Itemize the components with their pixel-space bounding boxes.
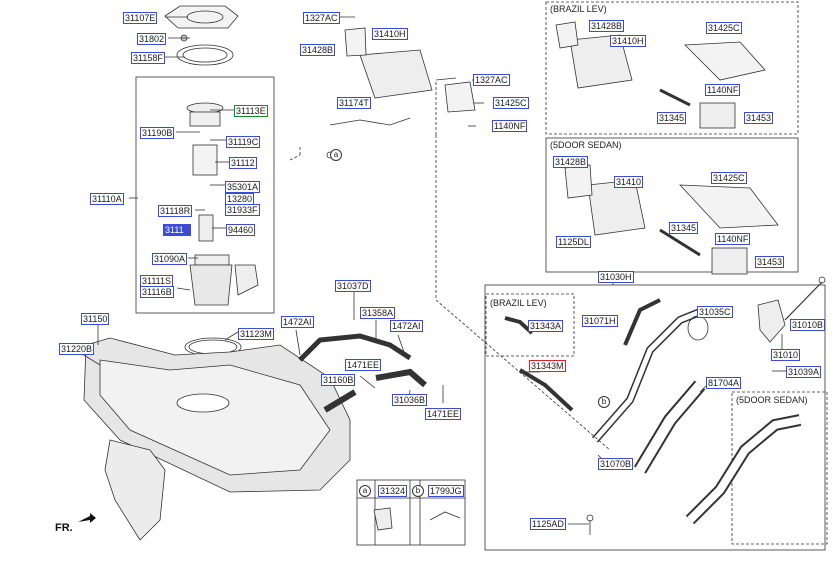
front-direction-label: FR. (55, 522, 73, 534)
part-label-1471ee-bottom[interactable]: 1471EE (425, 408, 462, 420)
front-arrow-icon (78, 513, 96, 523)
brazil-lev-box (545, 1, 799, 135)
part-label-31119c[interactable]: 31119C (226, 136, 261, 148)
part-label-1140nf-top[interactable]: 1140NF (492, 120, 528, 132)
part-label-31428b-brazil[interactable]: 31428B (589, 20, 625, 32)
part-label-31039a[interactable]: 31039A (786, 366, 822, 378)
part-label-94460[interactable]: 94460 (226, 224, 256, 236)
section-label-brazil-lev: (BRAZIL LEV) (550, 4, 607, 14)
part-label-81704a[interactable]: 81704A (706, 377, 742, 389)
part-label-31410-5door[interactable]: 31410 (614, 176, 644, 188)
legend-a-marker: a (359, 485, 371, 497)
legend-b-marker: b (412, 485, 424, 497)
part-label-31343m[interactable]: 31343M (529, 360, 566, 372)
part-label-31345-5door[interactable]: 31345 (669, 222, 699, 234)
part-label-31112[interactable]: 31112 (229, 157, 257, 169)
part-label-31345-brazil[interactable]: 31345 (657, 112, 687, 124)
part-label-31160b[interactable]: 31160B (321, 374, 356, 386)
part-label-31036b[interactable]: 31036B (392, 394, 428, 406)
part-label-31035c[interactable]: 31035C (697, 306, 733, 318)
part-label-1472ai-right[interactable]: 1472AI (390, 320, 423, 332)
part-label-1327ac-top[interactable]: 1327AC (303, 12, 340, 24)
part-label-31071h[interactable]: 31071H (582, 315, 618, 327)
part-label-1471ee-top[interactable]: 1471EE (345, 359, 382, 371)
part-label-1125dl[interactable]: 1125DL (556, 236, 591, 248)
part-label-31010[interactable]: 31010 (771, 349, 801, 361)
part-label-31324[interactable]: 31324 (378, 485, 408, 497)
part-label-31030h[interactable]: 31030H (598, 271, 634, 283)
part-label-31150[interactable]: 31150 (81, 313, 110, 325)
part-label-1140nf-brazil[interactable]: 1140NF (705, 84, 741, 96)
part-label-31802[interactable]: 31802 (137, 33, 167, 45)
part-label-31425c-top[interactable]: 31425C (493, 97, 529, 109)
pump-module-box (135, 76, 275, 314)
part-label-31453-brazil[interactable]: 31453 (744, 112, 774, 124)
part-label-31123m[interactable]: 31123M (238, 328, 274, 340)
part-label-1472ai-left[interactable]: 1472AI (281, 316, 314, 328)
part-label-31010b[interactable]: 31010B (790, 319, 826, 331)
part-label-35301a[interactable]: 35301A (225, 181, 261, 193)
part-label-31118r[interactable]: 31118R (158, 205, 193, 217)
part-label-1799jg[interactable]: 1799JG (428, 485, 464, 497)
part-label-31410h-top[interactable]: 31410H (372, 28, 408, 40)
part-label-31090a[interactable]: 31090A (152, 253, 188, 265)
part-label-31113e[interactable]: 31113E (234, 105, 268, 117)
part-label-31343a[interactable]: 31343A (528, 320, 564, 332)
part-label-31358a[interactable]: 31358A (360, 307, 396, 319)
part-label-31037d[interactable]: 31037D (335, 280, 371, 292)
callout-a-marker: a (330, 149, 342, 161)
part-label-1140nf-5door[interactable]: 1140NF (715, 233, 751, 245)
section-label-5door-sedan: (5DOOR SEDAN) (550, 140, 622, 150)
part-label-31174t[interactable]: 31174T (337, 97, 371, 109)
five-door-sedan-box (545, 137, 799, 273)
section-label-5door-sedan-filler: (5DOOR SEDAN) (736, 395, 808, 405)
part-label-31425c-5door[interactable]: 31425C (711, 172, 747, 184)
legend-box (356, 479, 466, 546)
part-label-31425c-brazil[interactable]: 31425C (706, 22, 742, 34)
part-label-1125ad[interactable]: 1125AD (530, 518, 566, 530)
five-door-filler-box (731, 391, 828, 545)
section-label-brazil-lev-hose: (BRAZIL LEV) (490, 298, 547, 308)
part-label-31107e[interactable]: 31107E (123, 12, 158, 24)
part-label-31410h-brazil[interactable]: 31410H (610, 35, 646, 47)
part-label-31190b[interactable]: 31190B (140, 127, 175, 139)
part-label-31070b[interactable]: 31070B (598, 458, 634, 470)
part-label-31158f[interactable]: 31158F (131, 52, 165, 64)
part-label-1327ac-right[interactable]: 1327AC (473, 74, 510, 86)
part-label-31428b-top[interactable]: 31428B (300, 44, 336, 56)
callout-b-marker: b (598, 396, 610, 408)
part-label-31453-5door[interactable]: 31453 (755, 256, 785, 268)
part-label-31116b[interactable]: 31116B (140, 286, 174, 298)
part-label-31933f[interactable]: 31933F (225, 204, 260, 216)
filler-neck-box (484, 284, 826, 551)
part-label-31428b-5door[interactable]: 31428B (553, 156, 589, 168)
part-label-31110a[interactable]: 31110A (90, 193, 124, 205)
part-label-3111-highlighted[interactable]: 3111 (163, 224, 191, 236)
part-label-31220b[interactable]: 31220B (59, 343, 95, 355)
